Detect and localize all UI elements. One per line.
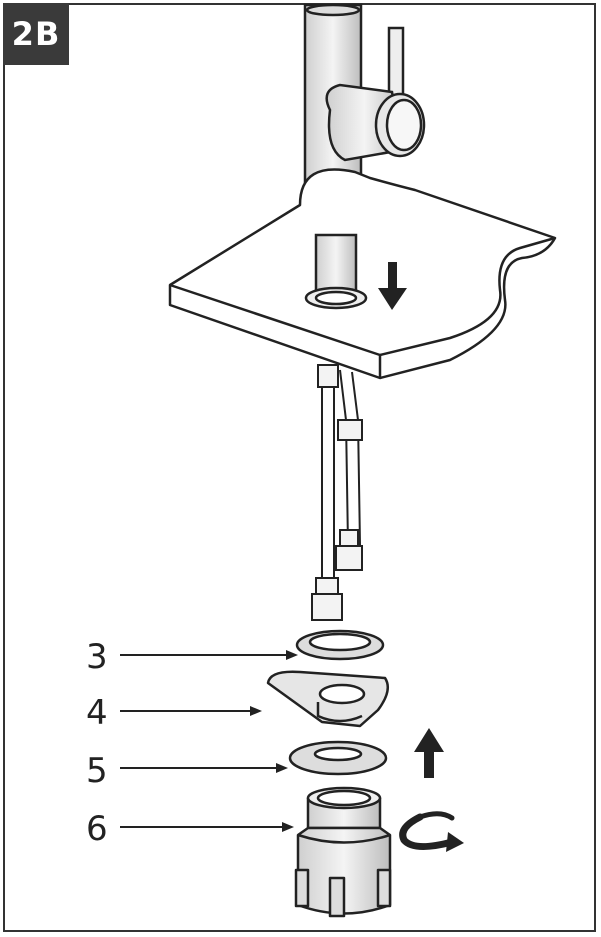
callout-number-5: 5: [86, 751, 108, 791]
down-arrow-icon: [378, 262, 407, 310]
step-badge: 2B: [3, 3, 69, 65]
callout-number-3: 3: [86, 637, 108, 677]
rotate-clockwise-icon: [399, 811, 464, 852]
countertop: [168, 168, 557, 380]
lever-handle: [325, 26, 426, 162]
mounting-nut-part: [294, 786, 392, 918]
callout-number-4: 4: [86, 693, 108, 733]
supply-hoses: [311, 364, 363, 621]
up-arrow-icon: [414, 728, 444, 778]
horseshoe-plate-part: [266, 670, 390, 728]
faucet-shank: [304, 233, 368, 310]
gasket-part: [295, 629, 385, 661]
washer-part: [288, 740, 388, 776]
callout-leaders: [120, 650, 298, 832]
diagram-frame: [3, 3, 596, 932]
step-label: 2B: [11, 15, 61, 53]
callout-number-6: 6: [86, 809, 108, 849]
